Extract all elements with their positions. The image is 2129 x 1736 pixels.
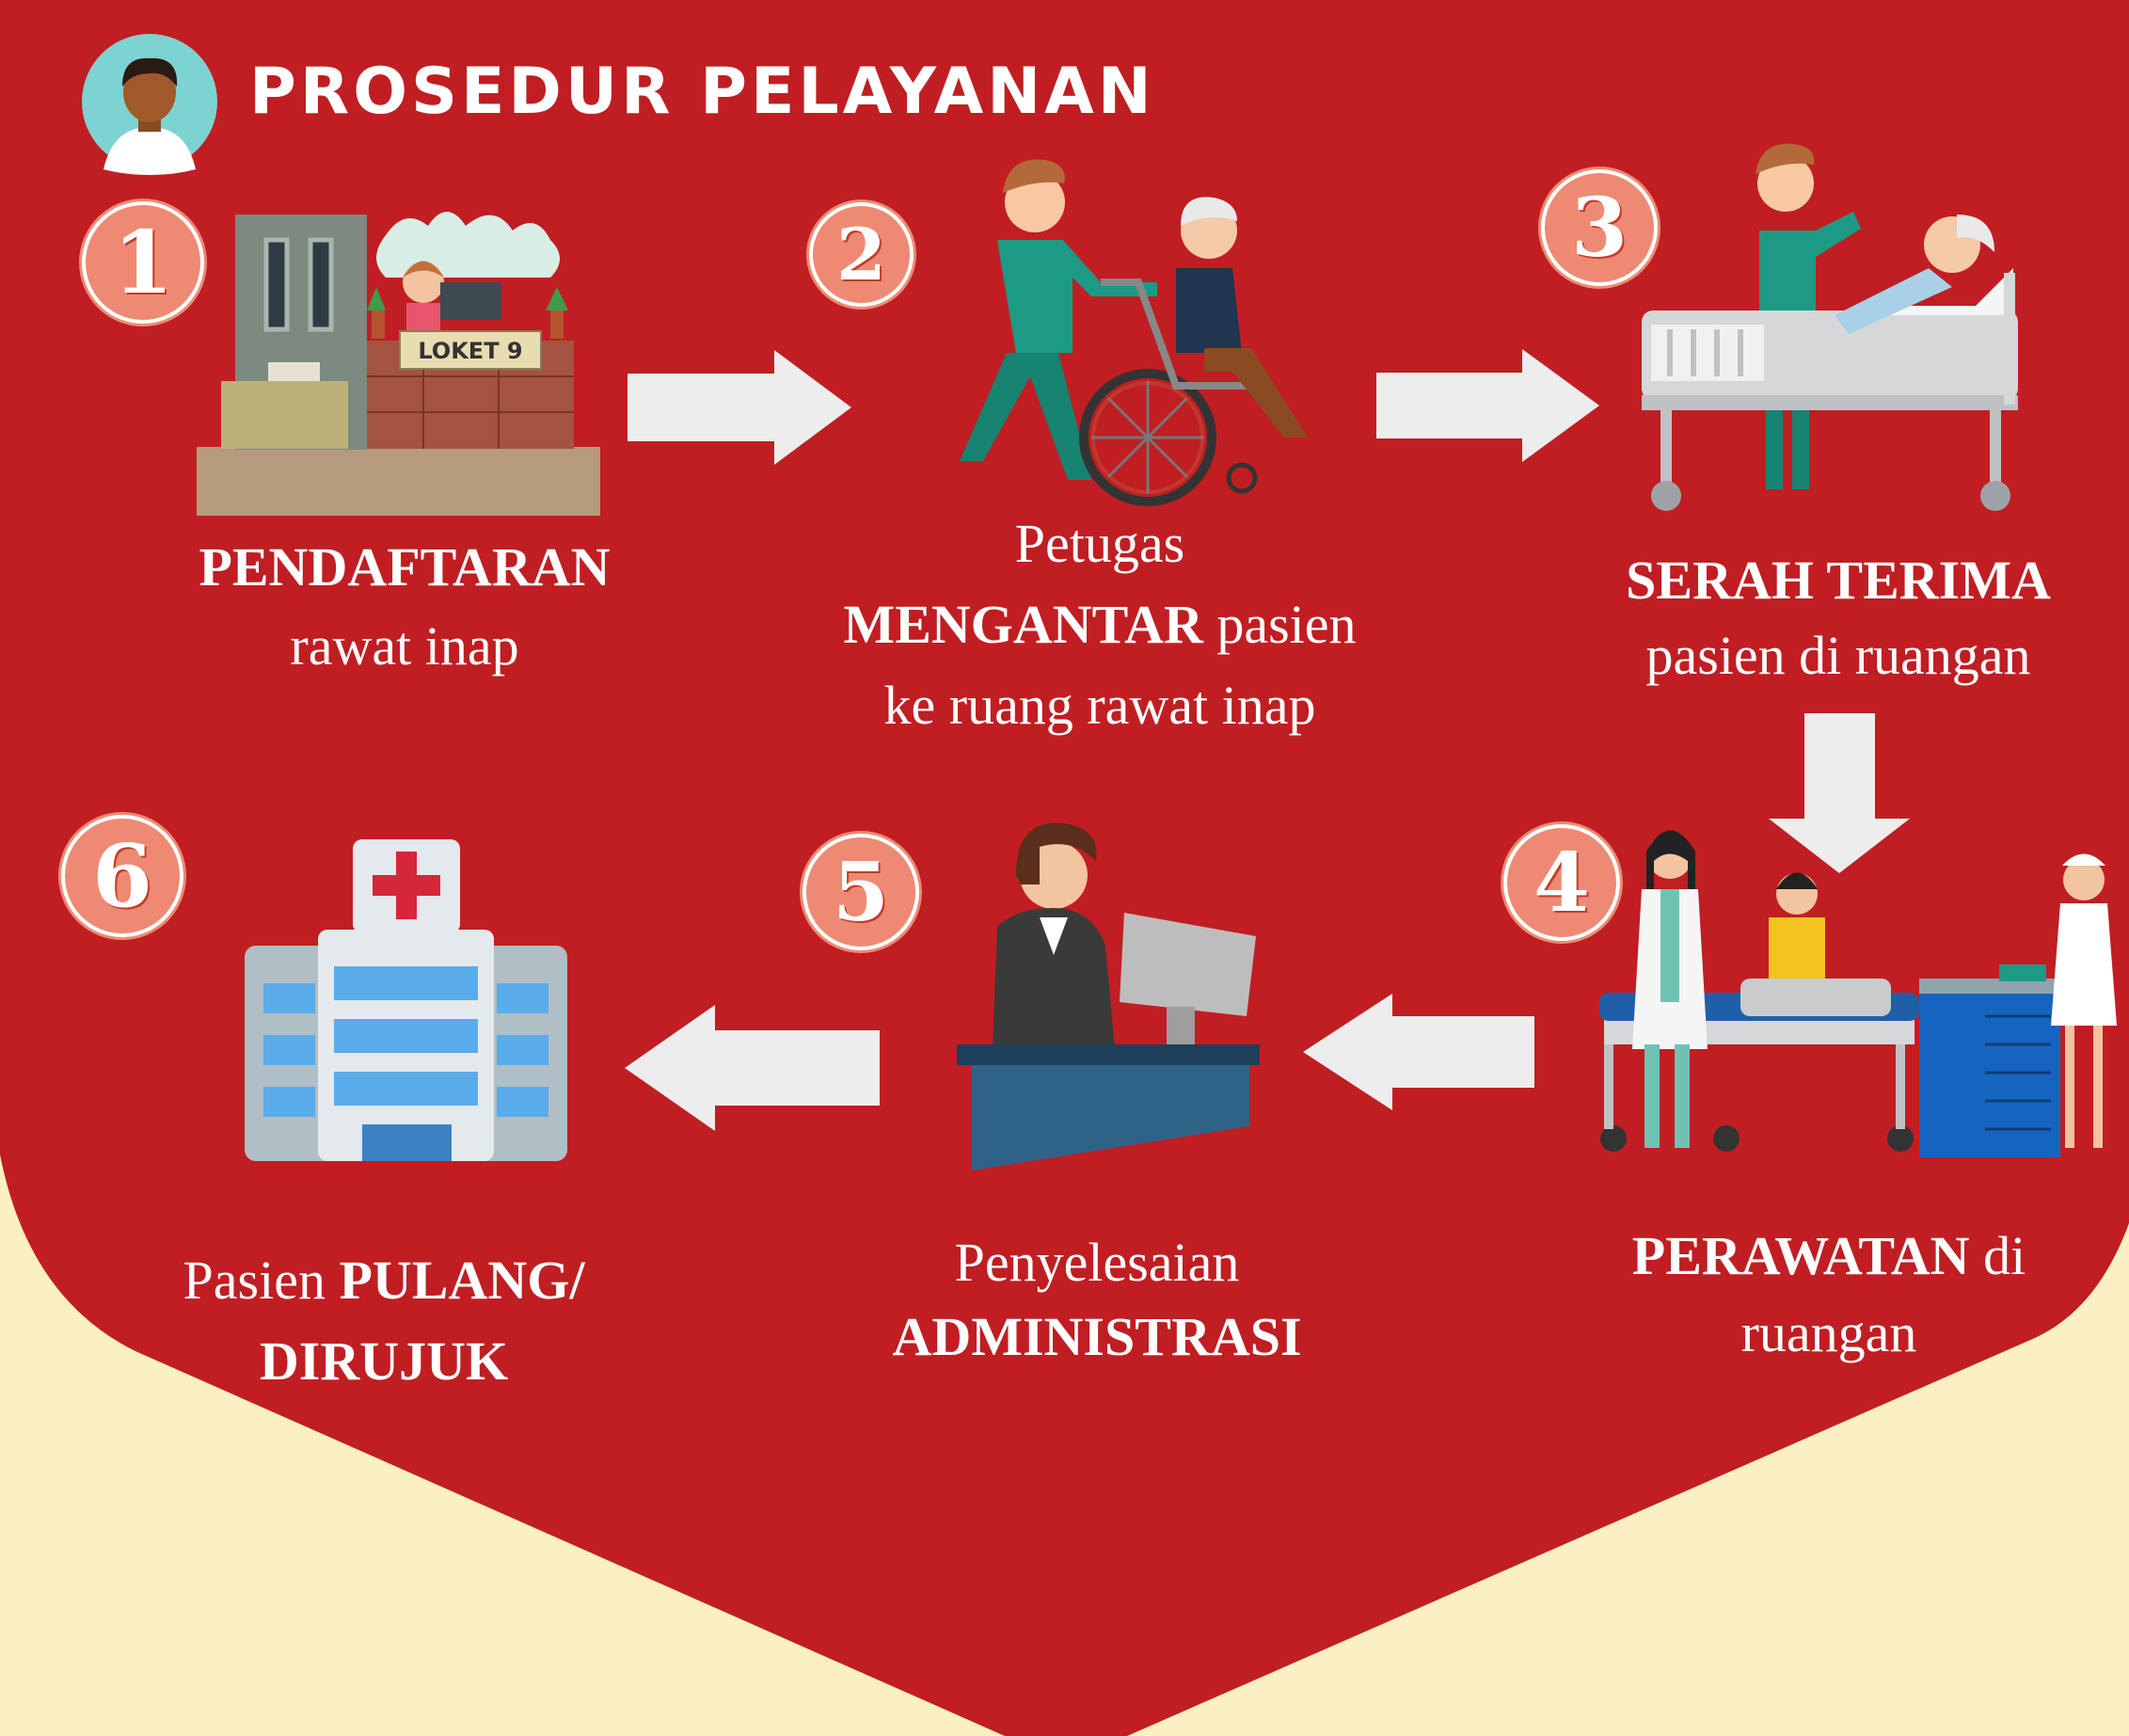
wheelchair-illustration — [960, 159, 1308, 506]
step-1-subtitle: rawat inap — [290, 615, 519, 677]
counter-sign: LOKET 9 — [418, 338, 522, 364]
arrow-left-2 — [625, 1005, 880, 1131]
hospital-bed-illustration — [1642, 143, 2018, 511]
step-6-line-1: Pasien PULANG/ — [0, 1253, 807, 1308]
step-3-subtitle: pasien di ruangan — [1645, 625, 2031, 686]
avatar-icon — [82, 34, 217, 175]
step-2-badge: 2 — [809, 202, 914, 307]
arrow-left-1 — [1303, 994, 1534, 1110]
step-6-badge: 6 — [61, 815, 183, 937]
arrow-down — [1769, 713, 1910, 873]
registration-desk-illustration: LOKET 9 — [197, 212, 600, 516]
step-6-bold: PULANG/ — [339, 1250, 585, 1311]
step-2-rest: pasien — [1202, 594, 1357, 655]
step-4-line-2: ruangan — [1740, 1302, 1917, 1363]
arrow-right-2 — [1376, 349, 1599, 462]
step-1-badge: 1 — [82, 201, 204, 324]
step-3-badge: 3 — [1541, 169, 1658, 286]
step-4-line-1: PERAWATAN di — [1406, 1229, 2129, 1283]
hospital-building-illustration — [245, 839, 567, 1161]
step-5-line-1: Penyelesaian — [954, 1232, 1240, 1293]
arrow-right-1 — [628, 350, 851, 465]
step-6-pre: Pasien — [183, 1250, 340, 1311]
step-5-badge: 5 — [802, 834, 919, 950]
page-title: PROSEDUR PELAYANAN — [249, 55, 1155, 129]
step-3-title: SERAH TERIMA — [1626, 549, 2051, 611]
step-4-badge: 4 — [1503, 824, 1620, 941]
step-6-line-2: DIRUJUK — [259, 1330, 509, 1392]
step-4-rest: di — [1969, 1225, 2026, 1286]
step-2-line-1: Petugas — [1014, 513, 1185, 574]
step-2-bold: MENGANTAR — [843, 594, 1203, 655]
nursing-care-illustration — [1599, 830, 2117, 1157]
administration-illustration — [957, 822, 1260, 1171]
step-1-title: PENDAFTARAN — [199, 536, 611, 597]
step-4-bold: PERAWATAN — [1631, 1225, 1970, 1286]
step-2-line-3: ke ruang rawat inap — [883, 675, 1316, 736]
step-5-line-2: ADMINISTRASI — [892, 1306, 1302, 1367]
step-2-line-2: MENGANTAR pasien — [676, 597, 1523, 652]
